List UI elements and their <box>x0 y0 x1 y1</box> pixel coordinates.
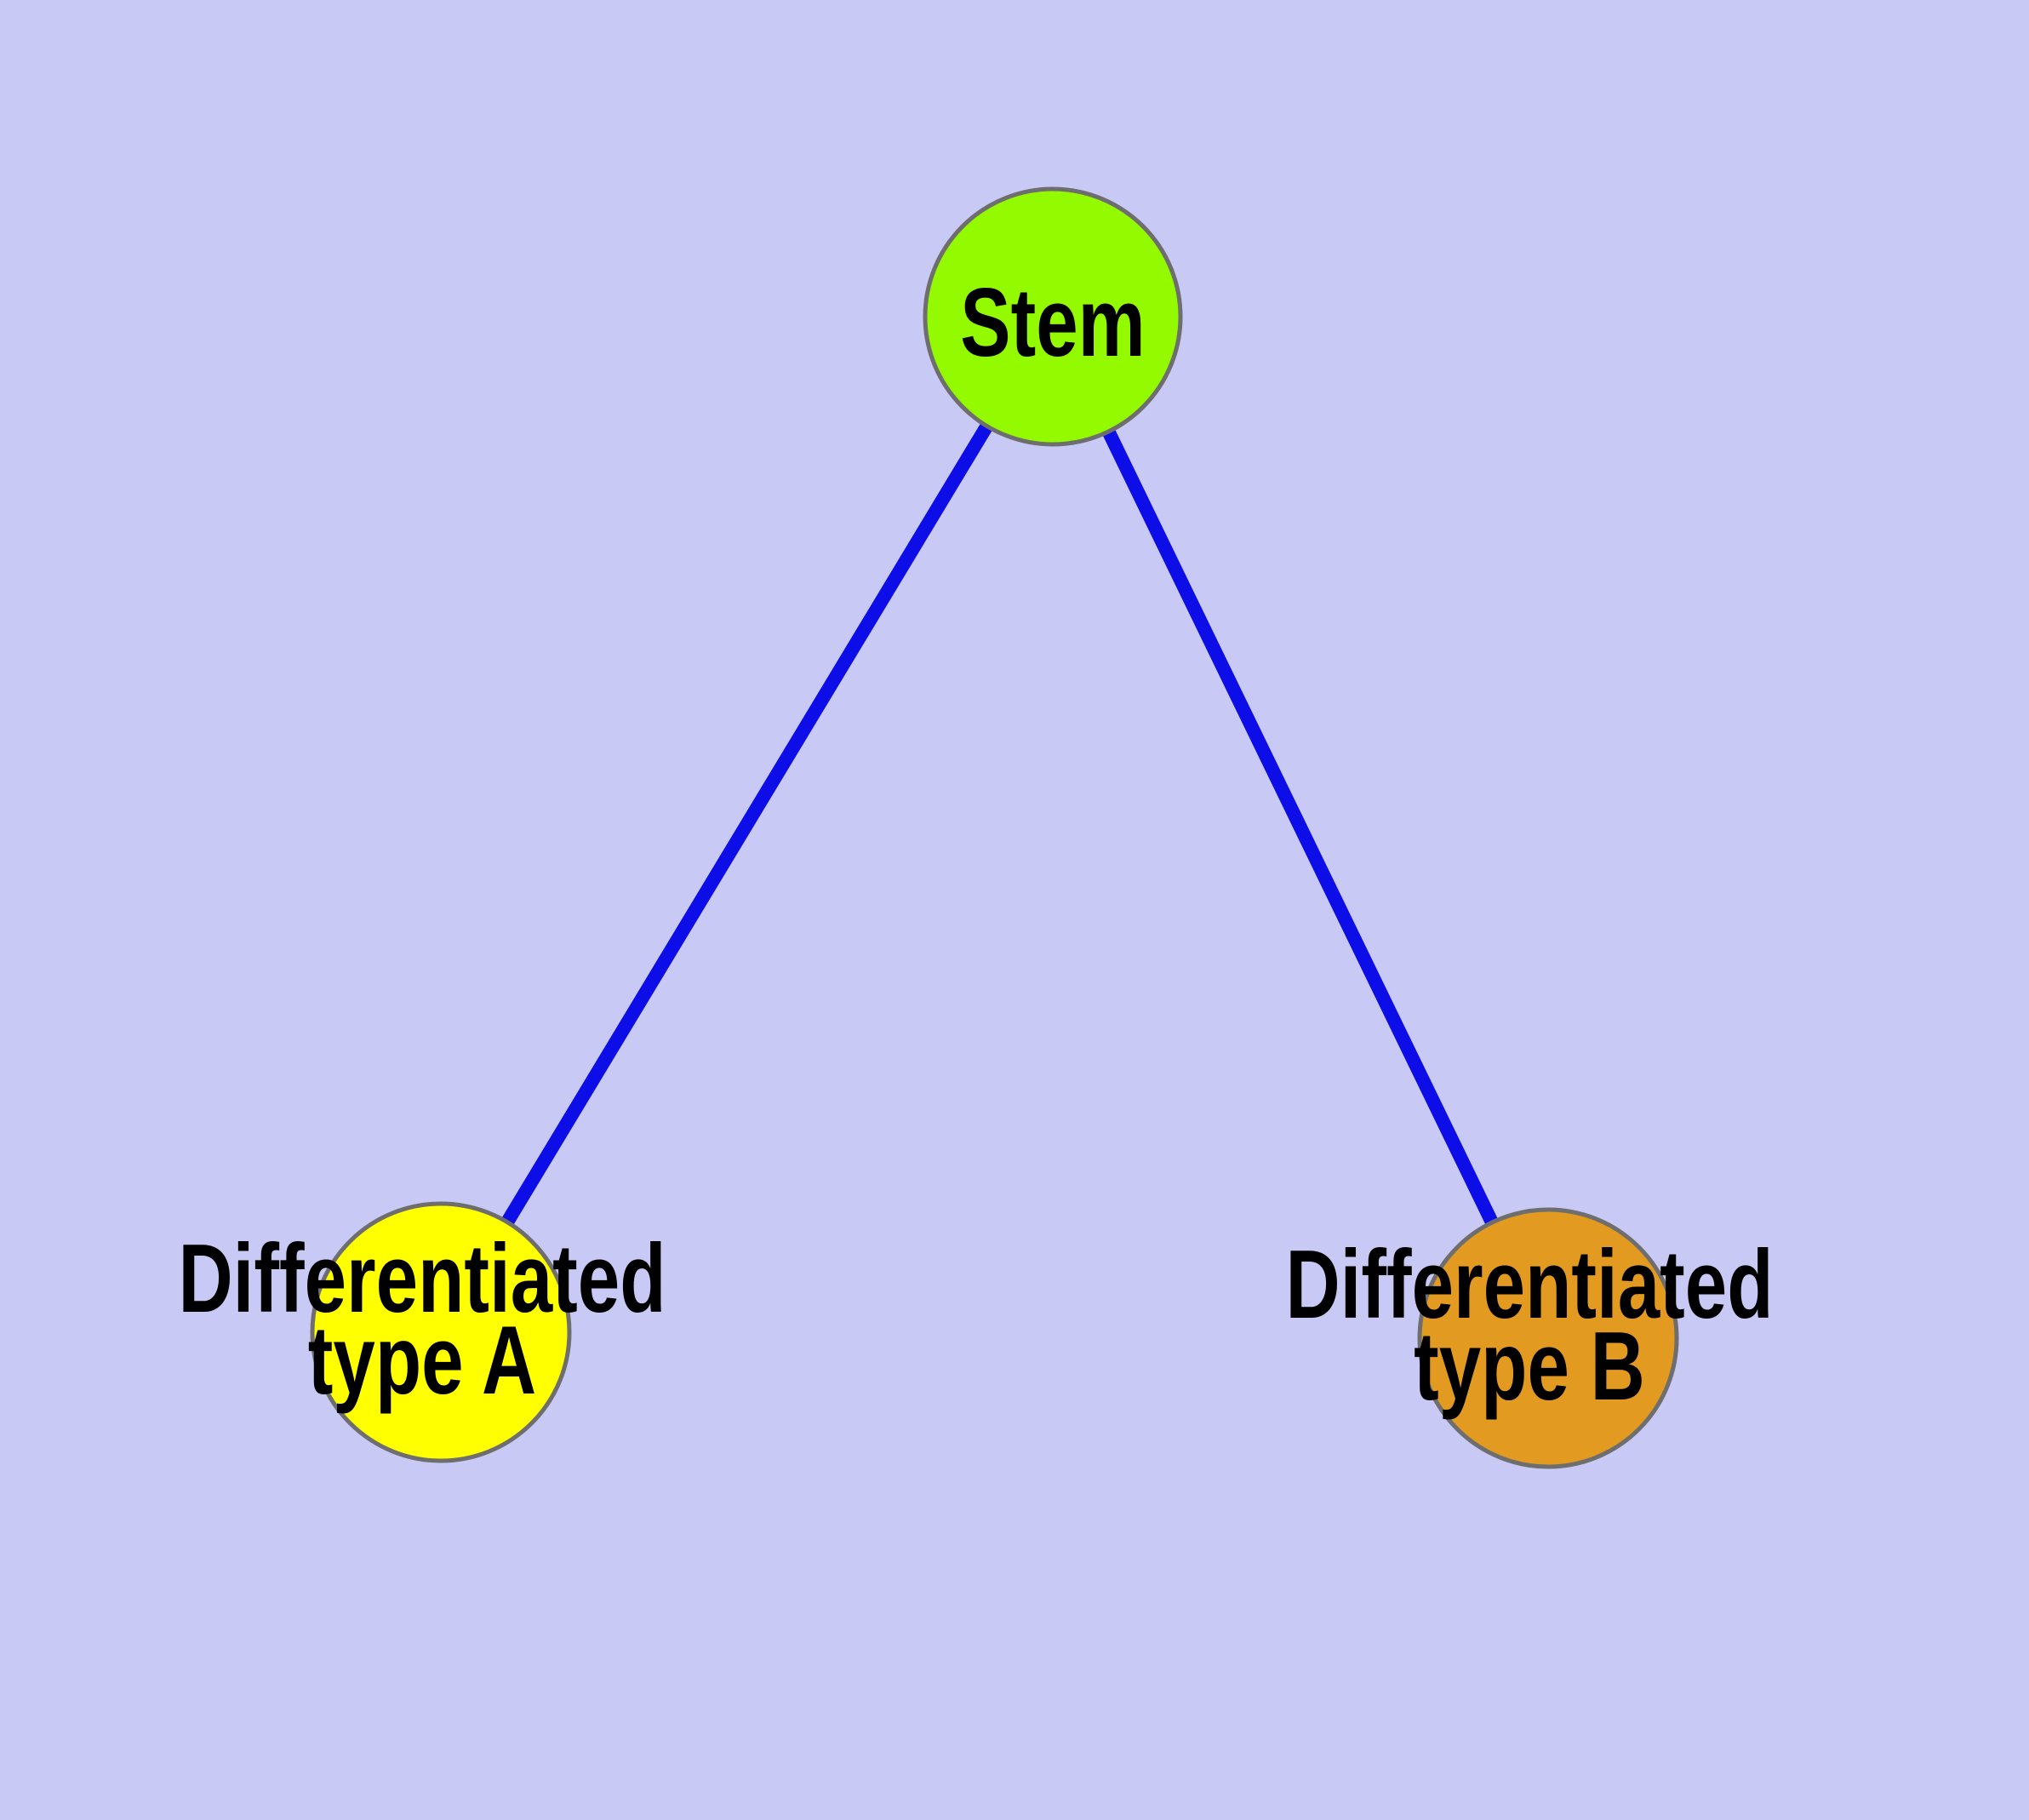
edge-stem-to-type-a <box>435 312 1059 1336</box>
node-stem-circle <box>923 186 1183 447</box>
node-stem-label: Stem <box>960 269 1146 377</box>
node-differentiated-type-a-label: Differentiated type A <box>178 1225 666 1415</box>
node-differentiated-type-b-label-line2: type B <box>1414 1313 1645 1421</box>
node-differentiated-type-b-label-line1: Differentiated <box>1285 1231 1774 1339</box>
edge-stem-to-type-b <box>1046 313 1555 1342</box>
node-differentiated-type-b-label: Differentiated type B <box>1285 1231 1774 1421</box>
node-differentiated-type-b-circle <box>1417 1207 1679 1469</box>
node-differentiated-type-a-label-line2: type A <box>307 1307 537 1415</box>
node-differentiated-type-a-label-line1: Differentiated <box>178 1225 666 1333</box>
node-differentiated-type-a-circle <box>310 1201 572 1463</box>
